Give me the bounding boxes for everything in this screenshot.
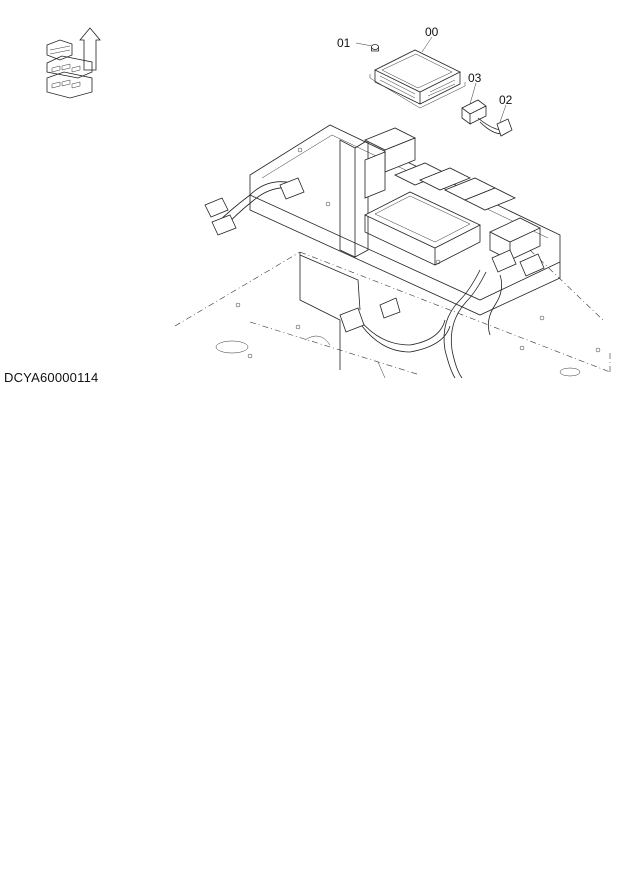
locator-thumbnail <box>46 27 101 99</box>
part-00-controller-box <box>369 49 466 109</box>
callout-01: 01 <box>337 36 351 50</box>
drawing-code: DCYA60000114 <box>4 370 99 385</box>
callout-02: 02 <box>499 93 513 107</box>
part-03-connector <box>461 99 487 125</box>
relay-frame <box>249 124 561 316</box>
callout-00: 00 <box>425 25 439 39</box>
callout-03: 03 <box>468 71 482 85</box>
floor-plate <box>174 249 611 377</box>
leader-lines <box>355 36 507 123</box>
wiring-harness <box>204 177 545 379</box>
part-01-bolt <box>371 44 379 52</box>
part-02-harness-plug <box>477 117 513 137</box>
